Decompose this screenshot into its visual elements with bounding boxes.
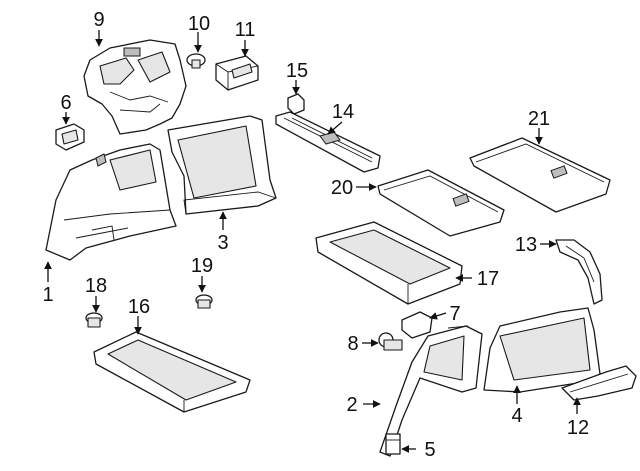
callout-9: 9 [93, 9, 104, 31]
part-8-fastener [378, 332, 403, 351]
callout-18: 18 [85, 275, 107, 297]
callout-17: 17 [477, 268, 499, 290]
part-20-floor-board [377, 169, 505, 237]
part-9-frame-panel [83, 39, 187, 135]
callout-8: 8 [347, 333, 358, 355]
part-13-wheelhouse-trim [555, 239, 603, 305]
callout-5: 5 [424, 439, 435, 461]
part-1-quarter-trim-left [45, 143, 177, 261]
callout-14: 14 [332, 101, 354, 123]
callout-2: 2 [346, 394, 357, 416]
callout-4: 4 [511, 405, 522, 427]
callout-3: 3 [217, 232, 228, 254]
part-16-floor-tray [93, 331, 251, 413]
leader-lines [44, 30, 581, 453]
part-5-clip [385, 433, 401, 455]
callout-15: 15 [286, 60, 308, 82]
callout-20: 20 [331, 177, 353, 199]
part-2-quarter-trim-right [379, 325, 483, 457]
part-21-floor-board [469, 137, 611, 213]
part-4-side-pocket-trim-right [483, 307, 601, 393]
part-6-bezel [55, 123, 85, 151]
callout-6: 6 [60, 92, 71, 114]
part-15-clip [287, 93, 305, 115]
callout-1: 1 [42, 284, 53, 306]
part-11-module-box [215, 55, 259, 91]
callout-11: 11 [235, 19, 256, 41]
callout-labels: 9 10 11 6 15 14 21 20 3 1 13 17 19 18 16… [42, 9, 589, 461]
part-18-clip [85, 312, 103, 328]
callout-21: 21 [528, 108, 550, 130]
part-14-scuff-plate [275, 111, 381, 173]
callout-7: 7 [449, 303, 460, 325]
callout-10: 10 [188, 13, 210, 35]
part-3-side-pocket-trim [167, 115, 277, 215]
callout-12: 12 [567, 417, 589, 439]
part-10-clip [186, 53, 206, 69]
part-7-cover [401, 311, 433, 339]
part-19-clip [195, 294, 213, 309]
callout-19: 19 [191, 255, 213, 277]
part-17-storage-tray [315, 221, 463, 305]
callout-13: 13 [515, 234, 537, 256]
callout-16: 16 [128, 296, 150, 318]
